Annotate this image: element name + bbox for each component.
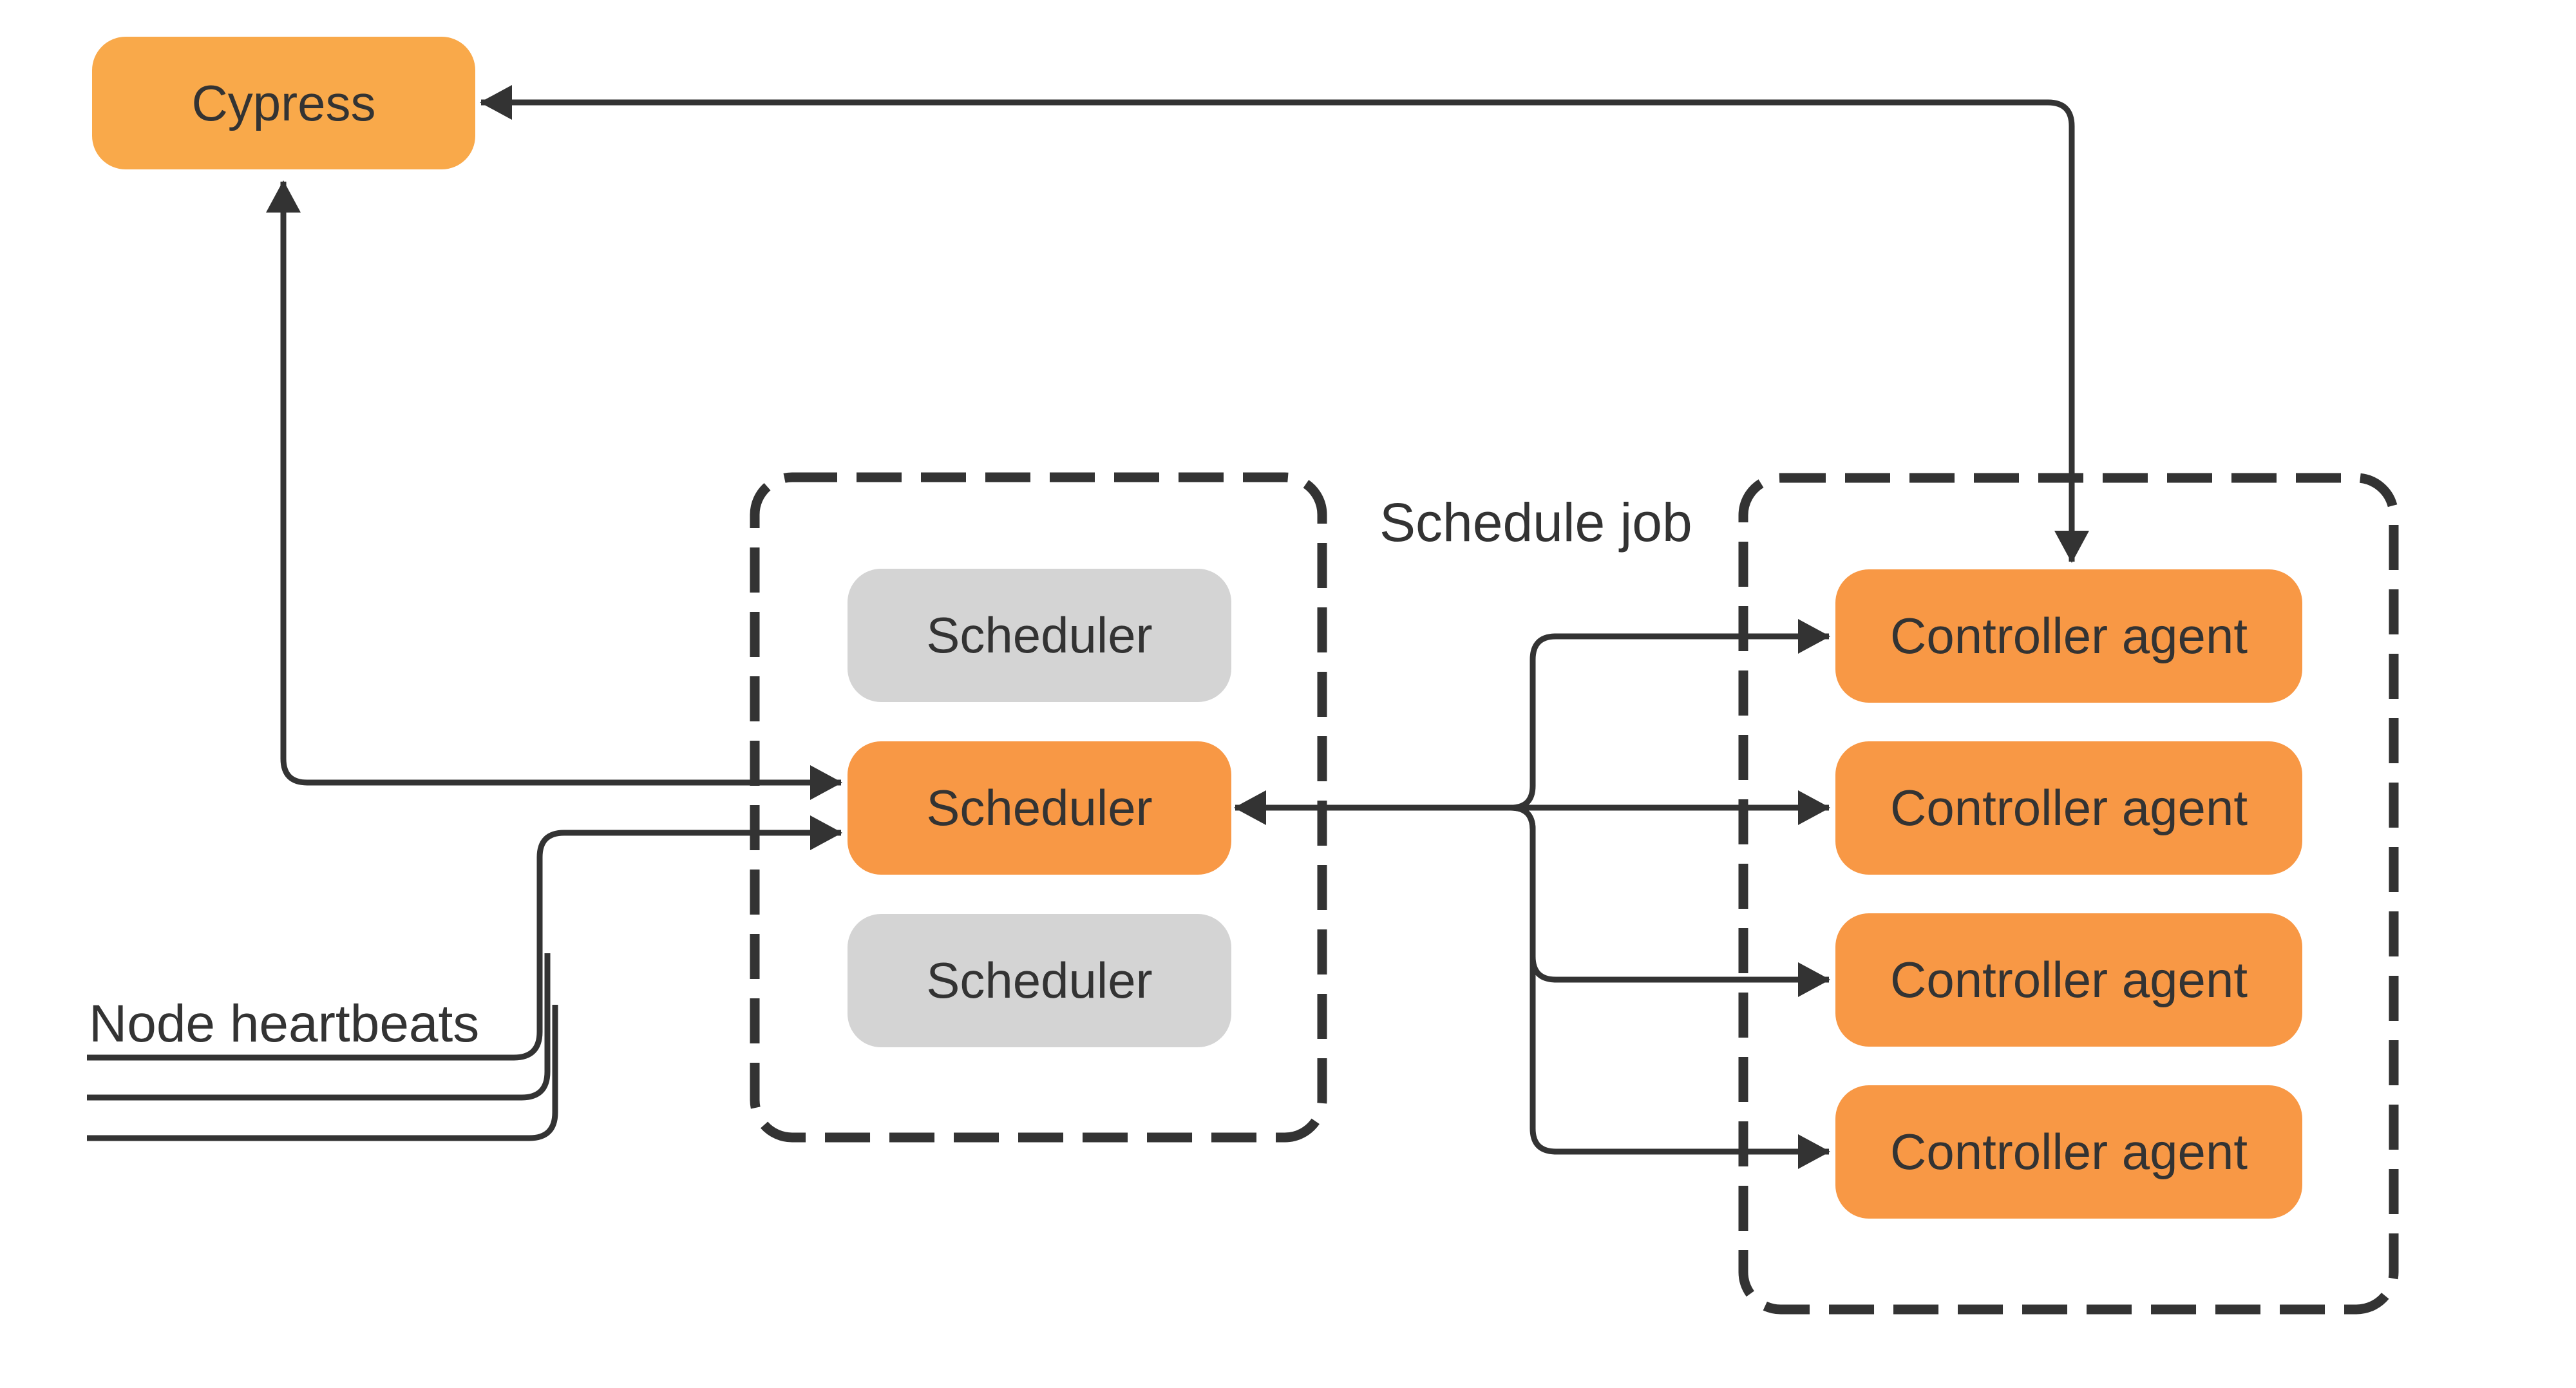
scheduler-node-standby-1: Scheduler: [848, 569, 1231, 702]
controller-agent-node-3: Controller agent: [1835, 913, 2302, 1047]
scheduler-label: Scheduler: [926, 779, 1153, 836]
edge-heartbeat-3: [87, 1005, 558, 1141]
scheduler-node-active: Scheduler: [848, 741, 1231, 875]
edge-heartbeat-2: [87, 953, 551, 1101]
edge-branch-agent-1: [1510, 619, 1830, 811]
schedule-job-label: Schedule job: [1379, 492, 1692, 553]
node-heartbeats-label: Node heartbeats: [89, 994, 480, 1053]
controller-agent-label: Controller agent: [1890, 779, 2248, 836]
edge-scheduler-cypress: [266, 180, 842, 800]
cypress-label: Cypress: [191, 74, 376, 131]
scheduler-node-standby-2: Scheduler: [848, 914, 1231, 1047]
scheduler-label: Scheduler: [926, 952, 1153, 1009]
edge-heartbeat-1: [87, 815, 842, 1061]
controller-agent-node-2: Controller agent: [1835, 741, 2302, 875]
cypress-node: Cypress: [92, 37, 475, 169]
controller-agent-node-4: Controller agent: [1835, 1085, 2302, 1219]
controller-agent-label: Controller agent: [1890, 1123, 2248, 1180]
controller-agent-label: Controller agent: [1890, 951, 2248, 1008]
edge-branch-agent-3: [1510, 804, 1830, 997]
controller-agent-label: Controller agent: [1890, 607, 2248, 664]
edge-branch-agent-4: [1510, 804, 1830, 1169]
controller-agent-node-1: Controller agent: [1835, 569, 2302, 703]
scheduler-label: Scheduler: [926, 607, 1153, 663]
edge-cypress-top-agent: [480, 85, 2089, 563]
